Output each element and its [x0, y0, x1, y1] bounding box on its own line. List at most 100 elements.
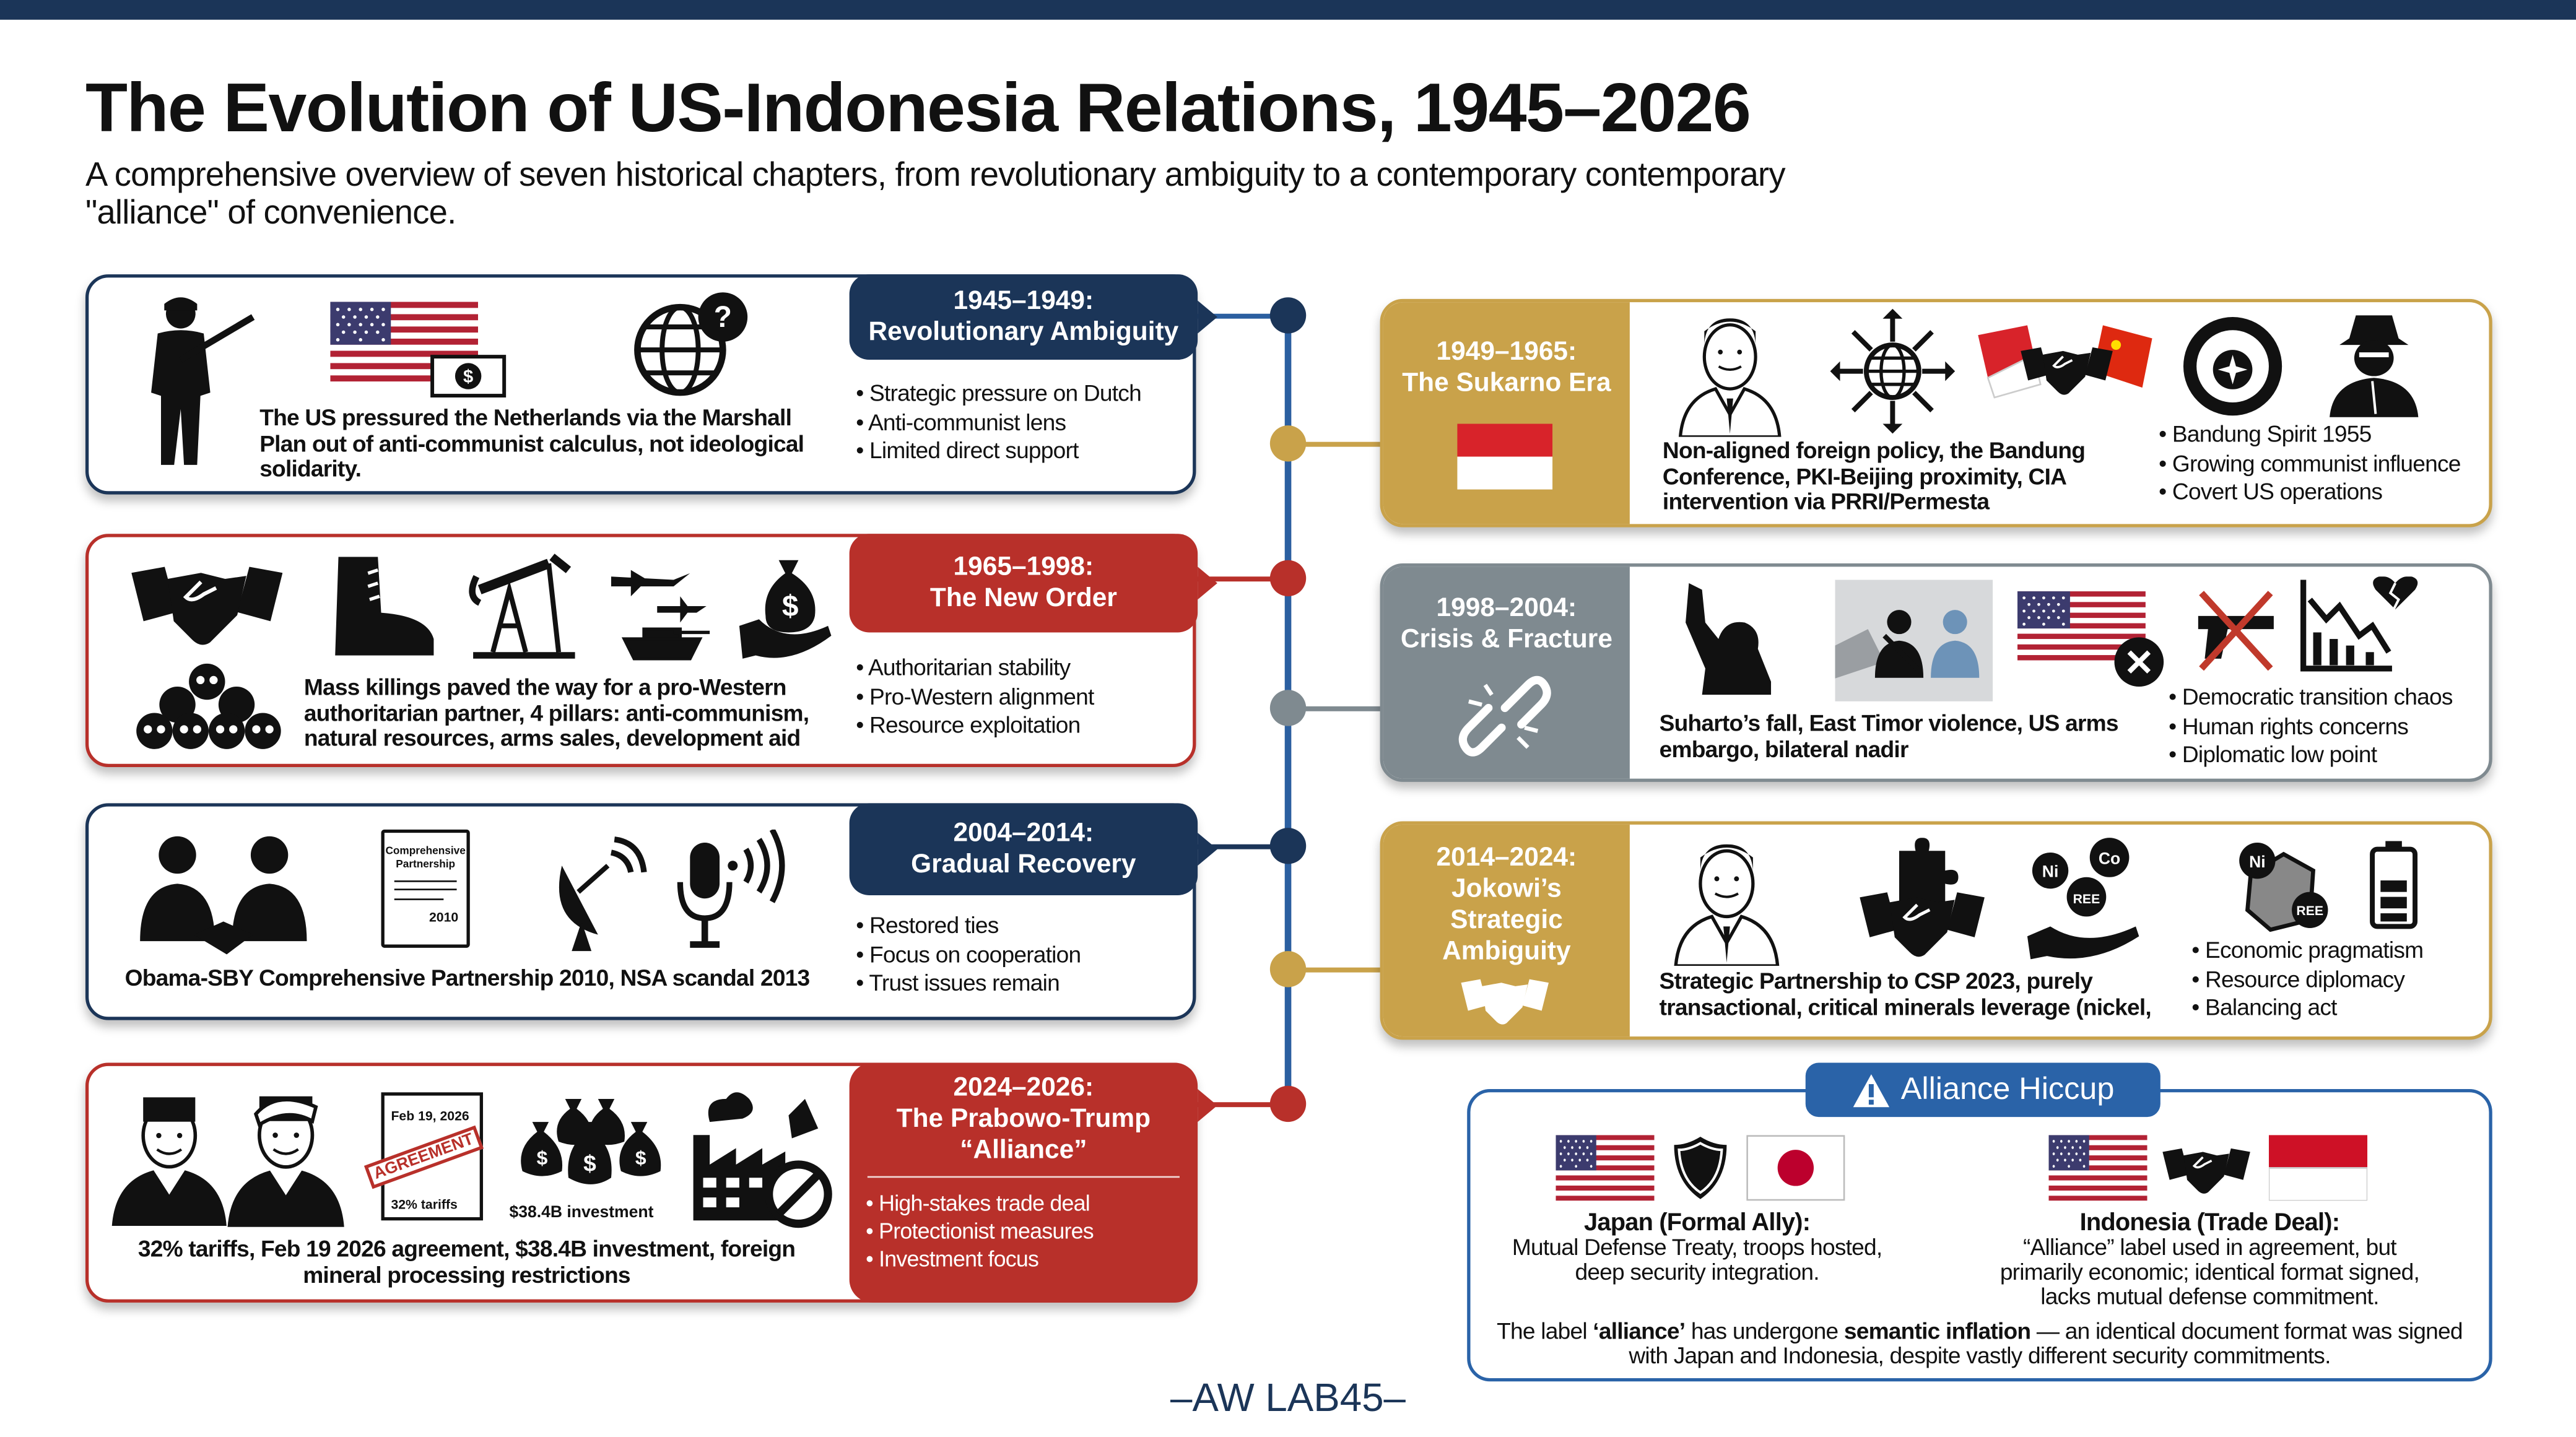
shield-icon	[1674, 1136, 1727, 1199]
handshake-icon	[2160, 1145, 2253, 1197]
timeline-node-2024	[1269, 1085, 1307, 1122]
factory-ban-icon	[693, 1092, 832, 1228]
note-text: The label	[1497, 1317, 1593, 1344]
chapter-period: 2004–2014:	[953, 819, 1094, 848]
page-subtitle: A comprehensive overview of seven histor…	[85, 156, 1786, 232]
timeline-connector	[1288, 706, 1383, 711]
falling-chart-broken-heart-icon	[2300, 576, 2418, 672]
japan-text: Mutual Defense Treaty, troops hosted, de…	[1512, 1233, 1882, 1285]
chapter-period: 2024–2026:	[953, 1074, 1094, 1103]
timeline-connector	[1194, 576, 1289, 582]
chapter-tab: 1945–1949: Revolutionary Ambiguity	[849, 274, 1217, 360]
ree-label: REE	[2073, 892, 2100, 906]
bullet: Pro-Western alignment	[856, 682, 1094, 711]
bullet: Resource diplomacy	[2191, 965, 2423, 994]
alliance-hiccup-header: Alliance Hiccup	[1805, 1062, 2160, 1118]
chapter-card-2014-2024: 2014–2024: Jokowi’s Strategic Ambiguity …	[1380, 821, 2492, 1040]
oil-pump-icon	[469, 554, 575, 659]
japan-heading: Japan (Formal Ally):	[1584, 1209, 1811, 1237]
crossed-gun-icon	[2198, 591, 2274, 671]
indonesia-text: “Alliance” label used in agreement, but …	[1999, 1233, 2420, 1309]
watermark: –AW LAB45–	[1170, 1376, 1406, 1421]
trump-portrait-icon	[224, 1086, 349, 1227]
skulls-icon	[136, 663, 281, 749]
chapter-panel: 1998–2004: Crisis & Fracture	[1383, 567, 1630, 779]
money-bags-icon: $$$	[521, 1098, 661, 1184]
chapter-panel: 2024–2026: The Prabowo-Trump “Alliance” …	[849, 1062, 1217, 1303]
bullet: Human rights concerns	[2169, 712, 2453, 740]
ree-label: REE	[2296, 904, 2323, 918]
note-text: has undergone	[1685, 1317, 1844, 1344]
chapter-tab: 1965–1998: The New Order	[849, 534, 1217, 633]
chapter-period: 1998–2004:	[1436, 594, 1577, 623]
timeline-node-2004	[1269, 828, 1307, 864]
chapter-period: 1965–1998:	[953, 554, 1094, 582]
chapter-bullets: Democratic transition chaos Human rights…	[2169, 684, 2453, 770]
chapter-name: Crisis & Fracture	[1400, 625, 1612, 654]
chapter-period: 1949–1965:	[1436, 338, 1577, 367]
svg-text:$: $	[782, 590, 799, 623]
microphone-icon	[677, 829, 785, 948]
bullet: High-stakes trade deal	[866, 1189, 1094, 1217]
timeline-node-2014	[1269, 951, 1307, 988]
document-year: 2010	[429, 910, 459, 925]
tariffs-label: 32% tariffs	[391, 1197, 458, 1212]
east-timor-soldiers-icon	[1835, 580, 1993, 701]
svg-text:$: $	[463, 367, 473, 387]
chapter-tab: 2004–2014: Gradual Recovery	[849, 803, 1217, 895]
chapter-description: The US pressured the Netherlands via the…	[259, 404, 804, 482]
bullet: Restored ties	[856, 911, 1081, 940]
chapter-bullets: High-stakes trade deal Protectionist mea…	[866, 1189, 1094, 1273]
svg-text:$: $	[537, 1147, 548, 1169]
nickel-label: Ni	[2042, 862, 2059, 881]
alliance-hiccup-box: Alliance Hiccup Japan (Formal Ally): Mut…	[1467, 1062, 2492, 1382]
bullet: Focus on cooperation	[856, 940, 1081, 969]
chapter-card-1945-1949: 1945–1949: Revolutionary Ambiguity $ ? T…	[85, 274, 1217, 495]
warning-icon	[1853, 1073, 1890, 1106]
bullet: Diplomatic low point	[2169, 741, 2453, 770]
chapter-name: The Prabowo-Trump “Alliance”	[896, 1105, 1151, 1165]
svg-text:$: $	[583, 1150, 596, 1176]
indonesia-china-handshake-icon	[1978, 325, 2152, 399]
top-bar	[0, 0, 2576, 20]
chapter-period: 2014–2024:	[1436, 844, 1577, 872]
timeline-node-1965	[1269, 560, 1307, 597]
bullet: Investment focus	[866, 1245, 1094, 1273]
timeline-connector	[1194, 313, 1289, 319]
timeline-connector	[1288, 441, 1383, 447]
leaders-handshake-icon	[128, 827, 319, 955]
handshake-icon	[1461, 976, 1549, 1028]
chapter-card-2004-2014: 2004–2014: Gradual Recovery Comprehensiv…	[85, 803, 1217, 1020]
chapter-name: Gradual Recovery	[911, 851, 1136, 879]
alliance-hiccup-title: Alliance Hiccup	[1900, 1072, 2115, 1106]
indonesia-flag-icon	[1457, 423, 1553, 490]
bullet: Balancing act	[2191, 994, 2423, 1022]
spy-icon	[2330, 315, 2419, 417]
us-flag-icon	[2048, 1135, 2147, 1200]
timeline-connector	[1194, 844, 1289, 849]
japan-flag-icon	[1746, 1135, 1845, 1201]
bullet: Anti-communist lens	[856, 408, 1141, 436]
soldier-icon	[151, 297, 255, 465]
note-emphasis: semantic inflation	[1843, 1317, 2031, 1344]
bullet: Strategic pressure on Dutch	[856, 380, 1142, 408]
chapter-description: Mass killings paved the way for a pro-We…	[303, 673, 809, 751]
us-flag-icon	[1556, 1135, 1654, 1200]
indonesia-heading: Indonesia (Trade Deal):	[2079, 1209, 2340, 1237]
nickel-label: Ni	[2249, 853, 2266, 871]
cia-seal-icon	[2183, 317, 2282, 416]
chapter-bullets: Restored ties Focus on cooperation Trust…	[856, 911, 1081, 997]
indonesia-comparison: Indonesia (Trade Deal): “Alliance” label…	[1963, 1210, 2456, 1309]
puzzle-handshake-icon	[1860, 838, 1985, 963]
chapter-panel: 2014–2024: Jokowi’s Strategic Ambiguity	[1383, 824, 1630, 1037]
chapter-card-1965-1998: 1965–1998: The New Order $ Mass killings…	[85, 534, 1217, 767]
broken-chain-icon	[1458, 675, 1551, 757]
jets-tank-icon	[611, 570, 710, 661]
japan-comparison: Japan (Formal Ally): Mutual Defense Trea…	[1484, 1210, 1911, 1284]
note-emphasis: ‘alliance’	[1593, 1317, 1686, 1344]
bullet: Covert US operations	[2159, 478, 2461, 506]
bullet: Trust issues remain	[856, 969, 1081, 997]
battery-icon	[2370, 841, 2418, 929]
